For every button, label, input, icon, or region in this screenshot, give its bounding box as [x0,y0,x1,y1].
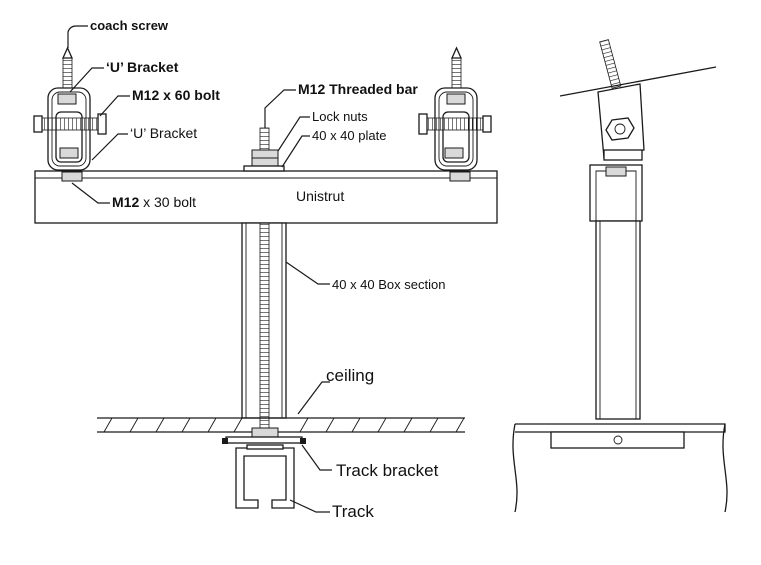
side-view [512,39,728,513]
label-m12-60-bolt: M12 x 60 bolt [132,87,220,103]
unistrut-end-profile [589,164,643,222]
u-bracket-assembly-right [418,87,492,182]
leader-lines [67,25,332,513]
threaded-bar-top [243,127,285,172]
unistrut-beam [34,170,498,224]
label-m12-threaded-bar: M12 Threaded bar [298,81,418,97]
track-profile [235,444,295,509]
label-m12-30-bolt-size: M12 [112,194,139,210]
pivot-bracket-side [597,83,645,161]
label-m12-30-bolt-rest: x 30 bolt [143,194,196,210]
label-m12-30-bolt: M12 x 30 bolt [112,194,196,210]
label-track-bracket: Track bracket [336,461,439,480]
label-ceiling: ceiling [326,366,374,385]
label-u-bracket-top: ‘U’ Bracket [106,59,179,75]
label-lock-nuts: Lock nuts [312,109,368,124]
coach-screw-side [599,39,622,89]
labels: coach screw ‘U’ Bracket M12 x 60 bolt ‘U… [90,18,445,521]
front-view [33,25,498,513]
label-box-section: 40 x 40 Box section [332,277,445,292]
box-section-side [595,220,641,420]
label-unistrut: Unistrut [296,188,344,204]
ceiling-side [512,423,728,513]
box-section [241,222,287,429]
label-track: Track [332,502,374,521]
label-coach-screw: coach screw [90,18,169,33]
sloped-rafter-line [559,66,717,97]
label-plate: 40 x 40 plate [312,128,386,143]
label-u-bracket-lower: ‘U’ Bracket [130,125,197,141]
ceiling-front [97,417,465,433]
track-bracket [222,427,306,444]
u-bracket-assembly-left [33,87,107,182]
